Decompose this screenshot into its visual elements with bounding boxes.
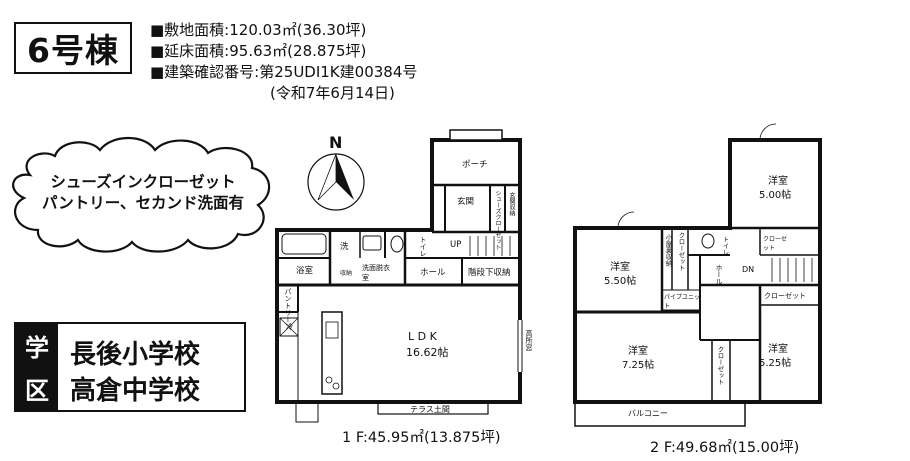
elementary-school: 長後小学校 [70, 340, 201, 370]
f1-high-window: 高所窓 [525, 330, 533, 351]
f2-dn: DN [742, 265, 755, 274]
f1-storage: 玄関収納 [508, 192, 515, 216]
f2-closet-4: クローゼット [716, 346, 724, 385]
f2-room-b: 洋室 [610, 262, 630, 273]
f1-ldk-size: 16.62帖 [406, 346, 449, 359]
compass-label: N [329, 133, 343, 152]
f2-area: 2 F:49.68㎡(15.00坪) [650, 440, 800, 456]
f2-toilet: トイレ [721, 236, 729, 256]
f2-room-c-size: 7.25帖 [622, 360, 655, 371]
f1-pantry: パントリー [284, 288, 292, 323]
cloud-line-1: シューズインクローゼット [50, 173, 236, 191]
f1-shoes-closet: シューズクローゼット [494, 190, 501, 250]
house-number: 6号棟 [27, 31, 119, 70]
cloud-line-2: パントリー、セカンド洗面有 [41, 194, 245, 212]
permit-date: (令和7年6月14日) [270, 84, 395, 102]
floor1-plan [275, 129, 523, 423]
f1-area: 1 F:45.95㎡(13.875坪) [342, 430, 501, 446]
f2-closet-2: クローゼット [763, 236, 788, 252]
f1-storage2: 収納 [340, 270, 353, 277]
f2-room-c: 洋室 [628, 346, 648, 357]
f1-wash: 洗 [340, 242, 349, 252]
f2-room-d-size: 5.25帖 [759, 358, 792, 369]
permit-number: ■建築確認番号:第25UDI1K建00384号 [150, 63, 418, 81]
floor2-plan [573, 123, 822, 427]
site-area: ■敷地面積:120.03㎡(36.30坪) [150, 21, 367, 39]
f2-room-d: 洋室 [768, 344, 788, 355]
f1-hall: ホール [420, 268, 446, 278]
f1-under-stairs: 階段下収納 [468, 268, 511, 278]
f2-room-a-size: 5.00帖 [759, 190, 792, 201]
cloud-callout: シューズインクローゼット パントリー、セカンド洗面有 [8, 172, 278, 214]
f1-up: UP [450, 240, 462, 250]
tag-char-2: 区 [25, 377, 49, 405]
f2-closet-3: クローゼット [764, 292, 806, 300]
tag-char-1: 学 [25, 334, 49, 362]
f2-attic: 小屋裏収納 [664, 234, 672, 267]
f1-terrace: テラス土間 [410, 405, 450, 414]
f1-porch: ポーチ [462, 160, 488, 170]
school-district-tag: 学 区 [16, 324, 58, 410]
f2-room-b-size: 5.50帖 [604, 276, 637, 287]
f2-balcony: バルコニー [628, 409, 668, 418]
f1-genkan: 玄関 [457, 197, 475, 207]
compass-icon [307, 153, 365, 211]
f1-bath: 浴室 [296, 266, 314, 276]
f1-washroom: 洗面脱衣室 [362, 264, 390, 282]
f1-ldk: L D K [408, 330, 437, 343]
floor-area: ■延床面積:95.63㎡(28.875坪) [150, 42, 367, 60]
f2-closet-1: クローゼット [677, 232, 685, 271]
junior-high-school: 高倉中学校 [70, 376, 201, 406]
f2-room-a: 洋室 [768, 176, 788, 187]
school-district-box: 学 区 長後小学校 高倉中学校 [14, 322, 246, 412]
f1-fridge: 冷 [286, 323, 293, 331]
f2-pipe: パイプユニット [664, 294, 701, 310]
f2-hall: ホール [715, 264, 723, 285]
f1-toilet: トイレ [419, 236, 427, 257]
house-number-box: 6号棟 [14, 22, 132, 74]
cloud-shape [12, 137, 270, 253]
